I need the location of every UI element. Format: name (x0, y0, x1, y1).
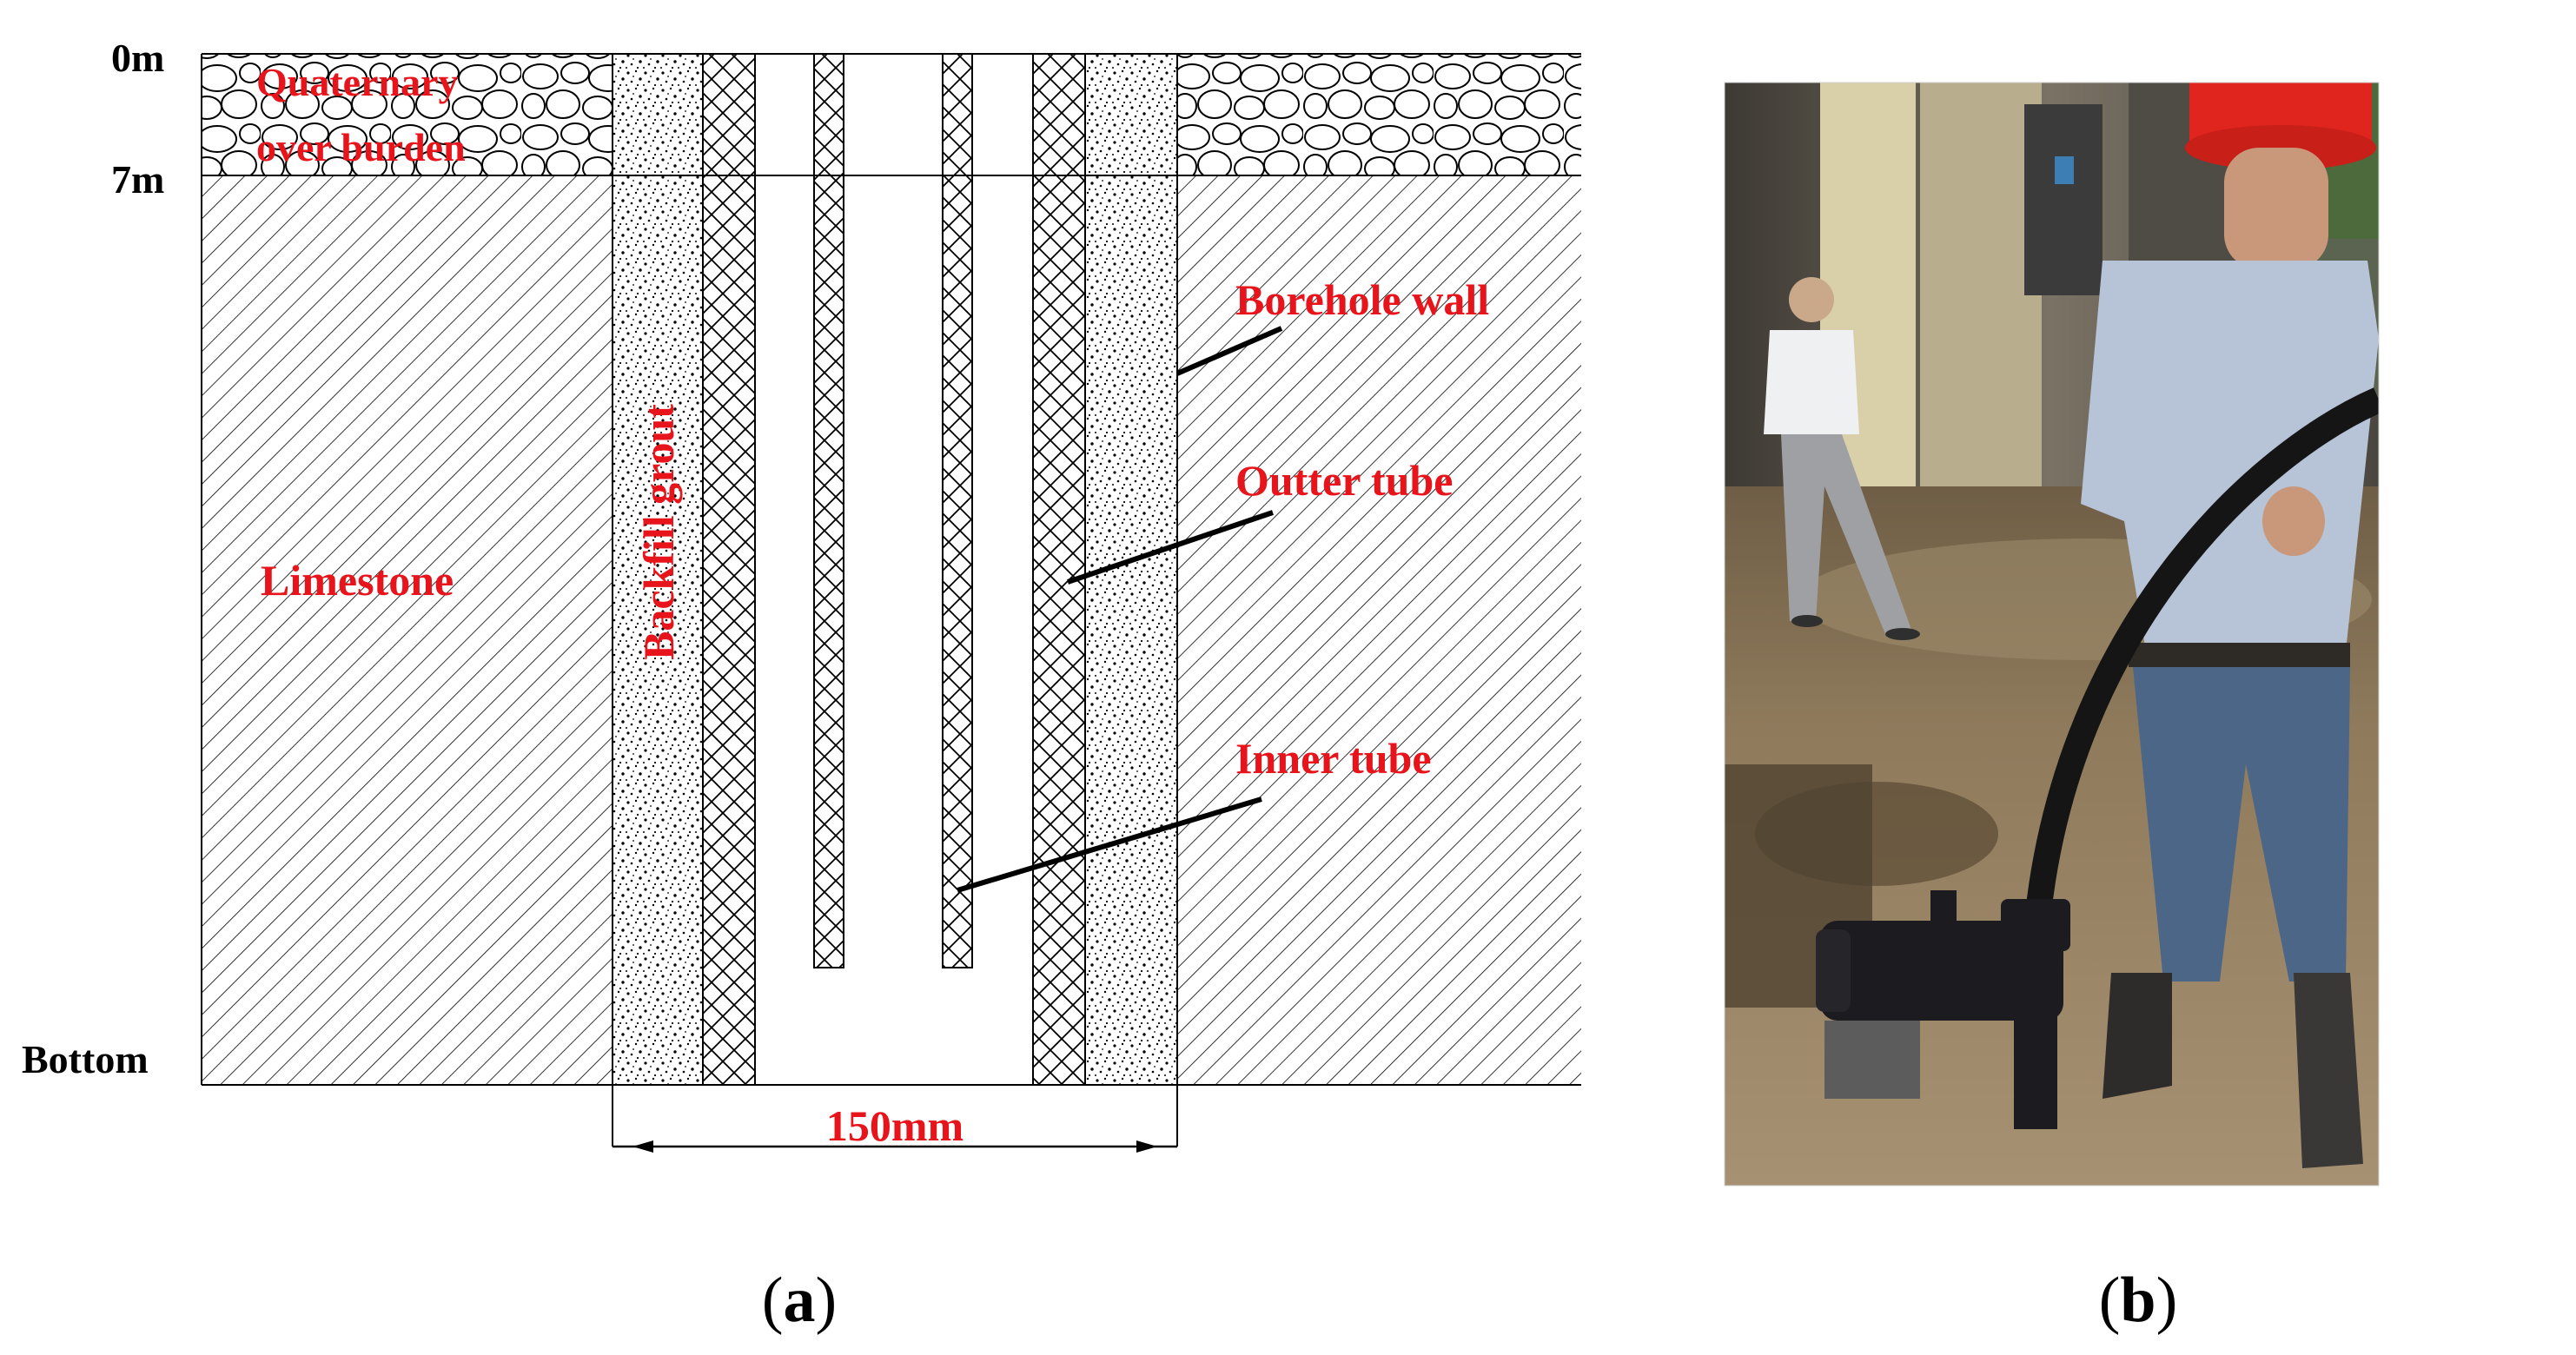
overburden-label-line2: over burden (256, 125, 466, 169)
caption-b-open: ( (2098, 1265, 2121, 1336)
depth-label-top: 0m (111, 36, 164, 80)
borehole-section-diagram: 0m 7m Bottom Quaternary over burden Lime… (22, 36, 1581, 1153)
limestone-right (1177, 175, 1581, 1085)
caption-b-close: ) (2155, 1265, 2178, 1336)
dimension-arrow-right (1136, 1140, 1157, 1153)
caption-b-letter: b (2120, 1265, 2156, 1336)
backfill-grout-label: Backfill grout (634, 404, 683, 660)
caption-a-open: ( (761, 1265, 784, 1336)
leader-outer-tube (1067, 510, 1274, 585)
outer-tube-wall-right (1032, 53, 1086, 1086)
caption-a-letter: a (783, 1265, 816, 1336)
borehole-wall-label: Borehole wall (1235, 275, 1489, 324)
overburden-label-line1: Quaternary (256, 60, 459, 104)
inner-tube-label: Inner tube (1235, 734, 1432, 783)
dimension-label: 150mm (826, 1101, 964, 1150)
leader-inner-tube (957, 796, 1262, 893)
inner-tube-right (942, 53, 973, 968)
outer-tube-label: Outter tube (1235, 456, 1453, 505)
inner-tube-left (813, 53, 844, 968)
caption-a-close: ) (815, 1265, 838, 1336)
caption-b: (b) (2008, 1264, 2268, 1338)
photo-worker-installing-borehole-tube (1725, 83, 2379, 1186)
limestone-left (202, 175, 613, 1085)
overburden-right (1177, 54, 1581, 175)
dimension-arrow-left (632, 1140, 653, 1153)
limestone-label: Limestone (261, 556, 454, 605)
depth-label-7m: 7m (111, 157, 164, 202)
overburden-left (202, 54, 613, 175)
photo-frame (1724, 82, 2380, 1186)
outer-tube-wall-left (702, 53, 756, 1086)
depth-label-bottom: Bottom (22, 1037, 149, 1081)
caption-a: (a) (669, 1264, 930, 1338)
leader-borehole-wall (1175, 326, 1283, 376)
